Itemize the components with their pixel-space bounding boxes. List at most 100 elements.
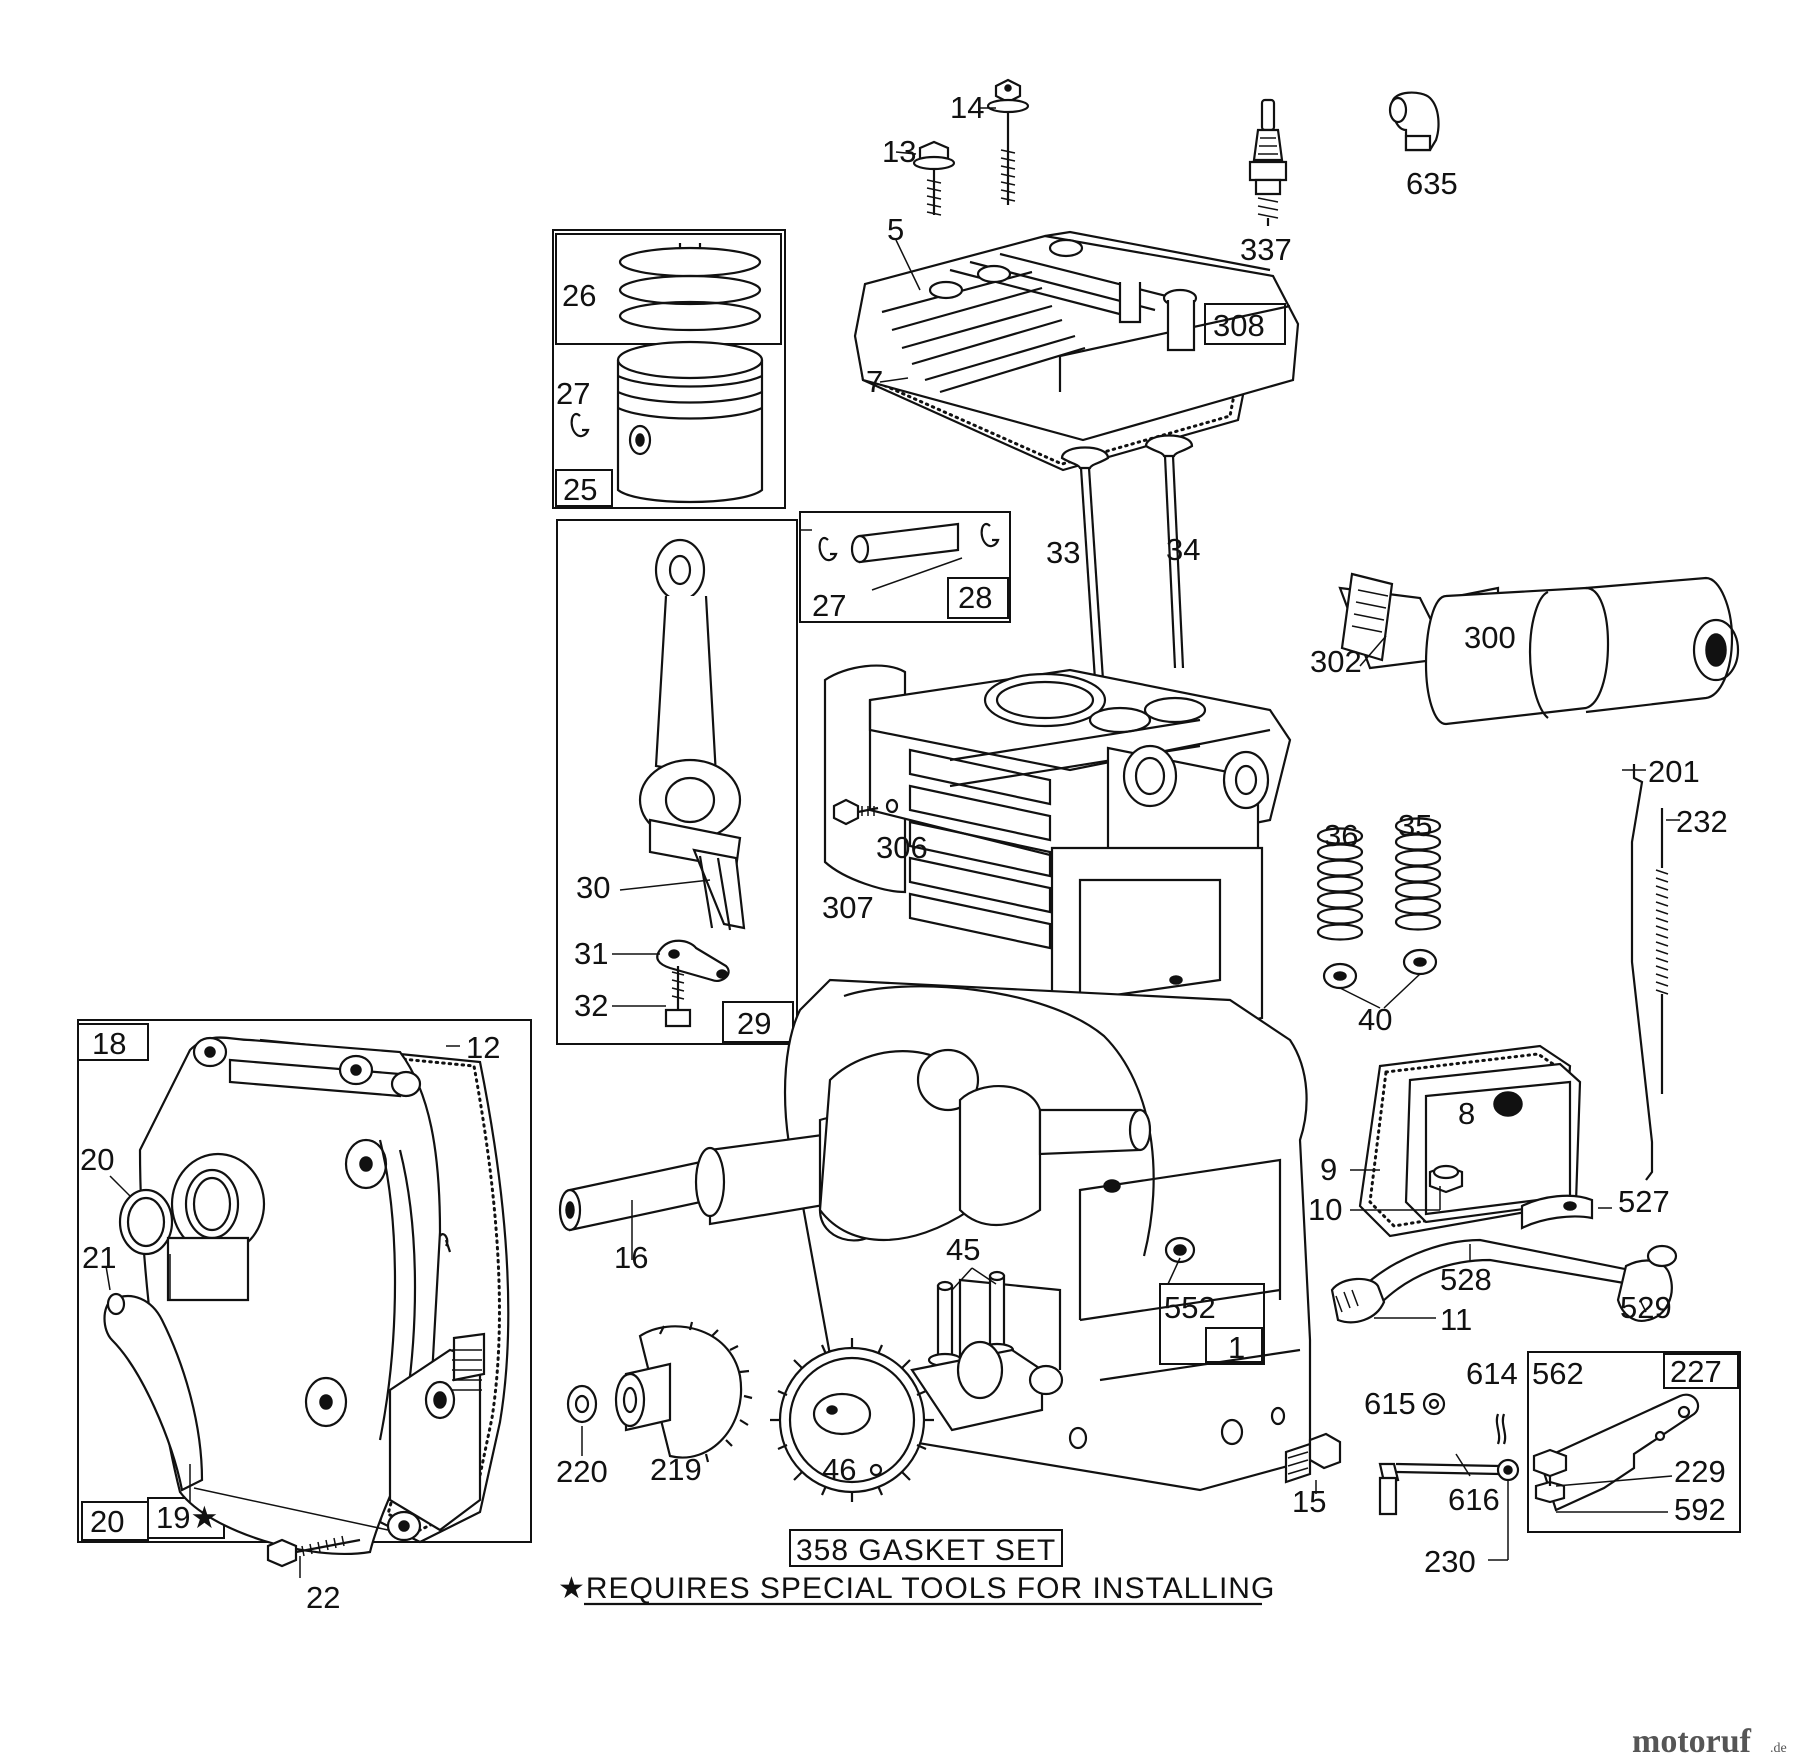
- callout-592: 592: [1674, 1492, 1726, 1527]
- special-tools-label: ★REQUIRES SPECIAL TOOLS FOR INSTALLING: [558, 1572, 1275, 1605]
- callout-22: 22: [306, 1580, 340, 1615]
- callout-308: 308: [1213, 308, 1265, 343]
- callout-15: 15: [1292, 1484, 1326, 1519]
- cover-screw-22: [266, 1535, 361, 1568]
- bolt-14: [986, 78, 1030, 205]
- callout-614: 614: [1466, 1356, 1518, 1391]
- callout-1: 1: [1228, 1330, 1245, 1365]
- callout-19: 19★: [156, 1500, 218, 1535]
- breather-tube-elbow-529: [1616, 1244, 1678, 1322]
- callout-27-pin: 27: [812, 588, 846, 623]
- callout-232: 232: [1676, 804, 1728, 839]
- piston-pin-box-28: [799, 511, 1011, 623]
- cotter-pin-614: [1495, 1413, 1507, 1445]
- exhaust-valve-34: [1144, 434, 1194, 669]
- callout-25: 25: [563, 472, 597, 507]
- callout-18: 18: [92, 1026, 126, 1061]
- callout-46: 46: [822, 1452, 856, 1487]
- callout-220: 220: [556, 1454, 608, 1489]
- g-mark-icon: [818, 537, 838, 562]
- callout-5: 5: [887, 212, 904, 247]
- bolt-13: [912, 140, 956, 216]
- tube-clip-527: [1520, 1194, 1594, 1230]
- callout-635: 635: [1406, 166, 1458, 201]
- callout-12: 12: [466, 1030, 500, 1065]
- piston-rings-26: [618, 243, 762, 332]
- lever-nut-562: [1532, 1448, 1568, 1478]
- connecting-rod-box-29: [556, 519, 798, 1045]
- callout-27-piston: 27: [556, 376, 590, 411]
- label-box-308: [1204, 303, 1286, 345]
- muffler-300: [1338, 572, 1740, 726]
- breather-tube-elbow-11: [1330, 1277, 1386, 1324]
- callout-615: 615: [1364, 1386, 1416, 1421]
- piston-assembly-box-25: [552, 229, 786, 509]
- callout-36: 36: [1324, 818, 1358, 853]
- retainer-615: [1422, 1392, 1446, 1416]
- throttle-lever-box-227: [1527, 1351, 1741, 1533]
- label-box-552: [1159, 1283, 1265, 1365]
- callout-45: 45: [946, 1232, 980, 1267]
- watermark-brand: motoruf: [1632, 1723, 1752, 1760]
- governor-gear-219: [614, 1321, 753, 1463]
- callout-306: 306: [876, 830, 928, 865]
- callout-21: 21: [82, 1240, 116, 1275]
- rod-bolt-32: [664, 966, 692, 1028]
- piston-pin-28: [850, 522, 960, 564]
- callout-33: 33: [1046, 535, 1080, 570]
- connecting-rod-30: [638, 538, 746, 931]
- callout-13: 13: [882, 134, 916, 169]
- valve-retainer-40: [1322, 948, 1438, 990]
- callout-302: 302: [1310, 644, 1362, 679]
- callout-labels: 5 7 13 14 337 635 308 26 27 25 33 34 27 …: [80, 90, 1728, 1615]
- cam-gear-46: [770, 1338, 1064, 1502]
- callout-31: 31: [574, 936, 608, 971]
- callout-16: 16: [614, 1240, 648, 1275]
- callout-8: 8: [1458, 1096, 1475, 1131]
- callout-35: 35: [1398, 808, 1432, 843]
- oil-seal-20: [118, 1152, 266, 1302]
- callout-29: 29: [737, 1006, 771, 1041]
- throttle-lever-229: [1538, 1393, 1700, 1512]
- valve-spring-35: [1394, 817, 1442, 931]
- callout-230: 230: [1424, 1544, 1476, 1579]
- valve-spring-36: [1316, 827, 1364, 941]
- spark-plug-337: [1248, 98, 1288, 226]
- piston-27: [616, 340, 764, 504]
- throttle-shaft-616: [1378, 1458, 1520, 1516]
- callout-552: 552: [1164, 1290, 1216, 1325]
- callout-32: 32: [574, 988, 608, 1023]
- callout-300: 300: [1464, 620, 1516, 655]
- callout-527: 527: [1618, 1184, 1670, 1219]
- breather-tube-528: [1359, 1238, 1643, 1305]
- governor-link-201: [1630, 764, 1654, 1181]
- cylinder-head-5: [853, 230, 1300, 442]
- callout-201: 201: [1648, 754, 1700, 789]
- breather-screw-306: [832, 798, 899, 826]
- breather-cover-8: [1404, 1062, 1582, 1224]
- watermark-suffix: .de: [1770, 1741, 1787, 1756]
- callout-616: 616: [1448, 1482, 1500, 1517]
- callout-219: 219: [650, 1452, 702, 1487]
- callout-34: 34: [1166, 532, 1200, 567]
- leader-lines: [105, 107, 1680, 1578]
- callout-227: 227: [1670, 1354, 1722, 1389]
- callout-9: 9: [1320, 1152, 1337, 1187]
- callout-7: 7: [866, 364, 883, 399]
- spark-plug-boot-635: [1388, 91, 1440, 152]
- callout-40: 40: [1358, 1002, 1392, 1037]
- gasket-set-label: 358 GASKET SET: [796, 1534, 1056, 1567]
- crankshaft-16: [558, 1048, 1152, 1242]
- drain-plug-15: [1284, 1432, 1342, 1484]
- callout-337: 337: [1240, 232, 1292, 267]
- callout-20-seal: 20: [80, 1142, 114, 1177]
- gear-cover-box-18: [77, 1019, 532, 1568]
- special-tools-note: ★REQUIRES SPECIAL TOOLS FOR INSTALLING: [558, 1572, 1275, 1606]
- lock-plate-31: [656, 939, 730, 982]
- callout-26: 26: [562, 278, 596, 313]
- callout-10: 10: [1308, 1192, 1342, 1227]
- callout-229: 229: [1674, 1454, 1726, 1489]
- oil-fill-tube-21: [103, 1292, 204, 1492]
- g-mark-icon: [570, 413, 590, 438]
